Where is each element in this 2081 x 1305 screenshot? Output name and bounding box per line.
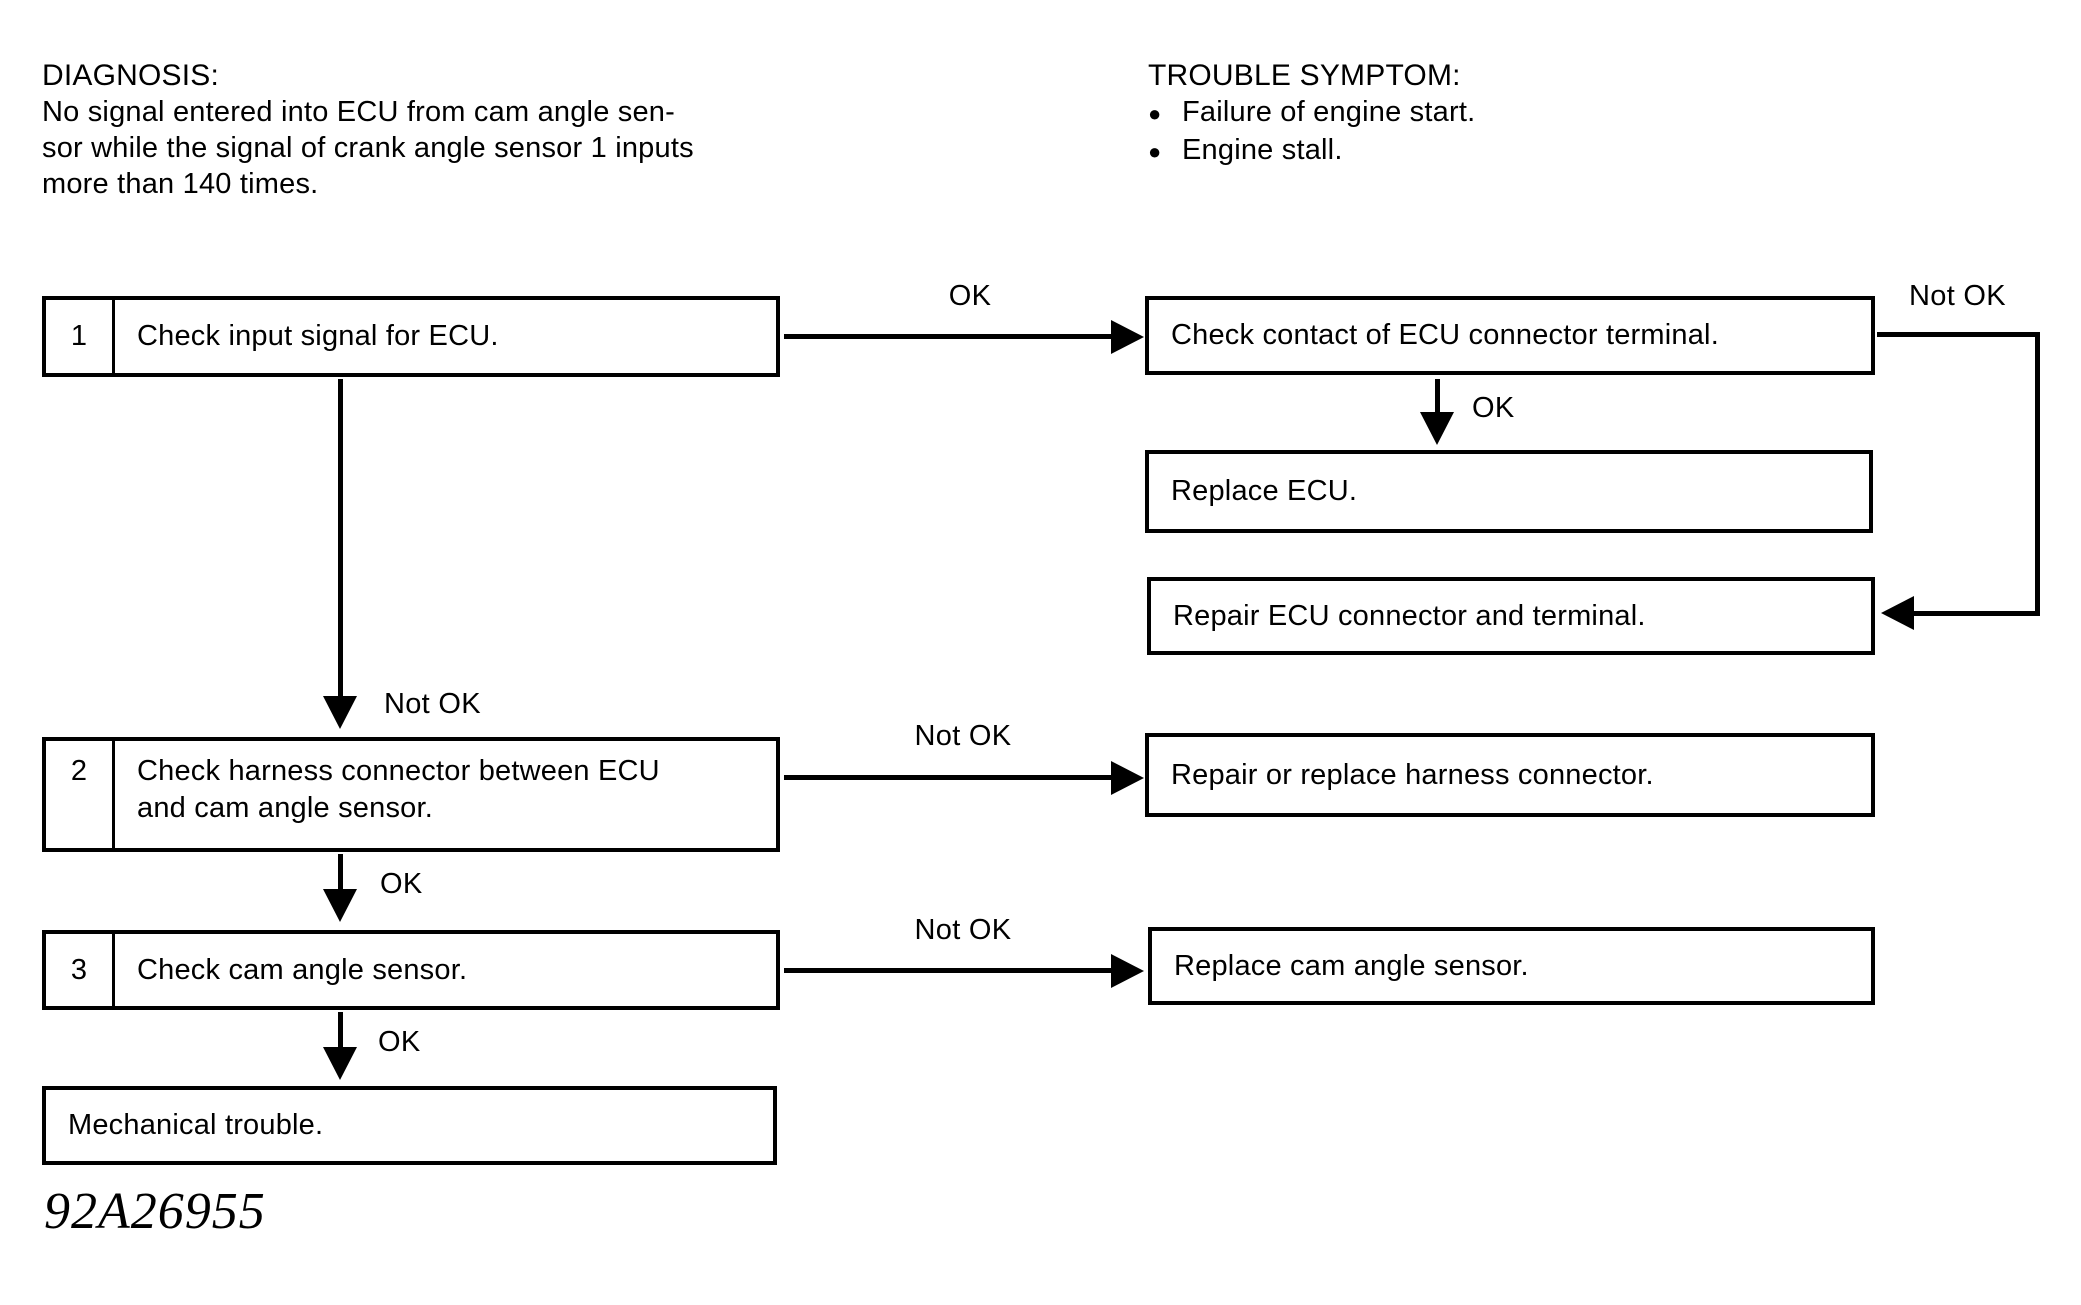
step-box-2: 2 Check harness connector between ECU an… (42, 737, 780, 852)
action-box-replace-cam-sensor: Replace cam angle sensor. (1148, 927, 1875, 1005)
symptom-text: Engine stall. (1182, 134, 1343, 166)
arrow-line (784, 775, 1114, 780)
step-number-1: 1 (46, 300, 115, 373)
diagnosis-text-line: No signal entered into ECU from cam angl… (42, 96, 675, 128)
action-label-replace-ecu: Replace ECU. (1171, 475, 1358, 507)
symptom-text: Failure of engine start. (1182, 96, 1476, 128)
edge-label-ok: OK (1472, 392, 1515, 424)
step-label-2: Check harness connector between ECU and … (137, 755, 660, 824)
arrowhead-down-icon (323, 1047, 357, 1080)
arrowhead-right-icon (1111, 320, 1144, 354)
terminal-label: Mechanical trouble. (68, 1109, 324, 1141)
action-label-replace-cam-sensor: Replace cam angle sensor. (1174, 949, 1529, 982)
edge-label-ok: OK (948, 280, 992, 312)
step-box-1: 1 Check input signal for ECU. (42, 296, 780, 377)
arrowhead-left-icon (1881, 596, 1914, 630)
arrow-line (784, 334, 1114, 339)
arrowhead-right-icon (1111, 761, 1144, 795)
symptom-item: ● Failure of engine start. (1148, 94, 1475, 132)
diagnosis-text-line: more than 140 times. (42, 168, 319, 200)
arrow-line (784, 968, 1114, 973)
arrow-line (338, 379, 343, 699)
symptom-item: ● Engine stall. (1148, 132, 1475, 170)
action-label-repair-ecu-connector: Repair ECU connector and terminal. (1173, 599, 1646, 632)
arrowhead-down-icon (1420, 412, 1454, 445)
figure-code: 92A26955 (44, 1183, 266, 1240)
action-box-repair-harness: Repair or replace harness connector. (1145, 733, 1875, 817)
edge-label-ok: OK (378, 1026, 421, 1058)
arrowhead-down-icon (323, 889, 357, 922)
step-label-1: Check input signal for ECU. (137, 320, 499, 352)
arrow-line (338, 1012, 343, 1050)
terminal-box-mechanical-trouble: Mechanical trouble. (42, 1086, 777, 1165)
arrow-line (1435, 379, 1440, 415)
action-box-check-contact: Check contact of ECU connector terminal. (1145, 296, 1875, 375)
edge-label-not-ok: Not OK (914, 914, 1012, 946)
step-label-3: Check cam angle sensor. (137, 953, 468, 986)
step-box-3: 3 Check cam angle sensor. (42, 930, 780, 1010)
step-number-2: 2 (46, 741, 115, 848)
arrowhead-down-icon (323, 696, 357, 729)
edge-label-not-ok: Not OK (384, 688, 481, 720)
arrow-line (2035, 332, 2040, 616)
edge-label-ok: OK (380, 868, 423, 900)
step-number-3: 3 (46, 934, 115, 1006)
diagnosis-block: DIAGNOSIS: No signal entered into ECU fr… (42, 58, 694, 202)
action-label-check-contact: Check contact of ECU connector terminal. (1171, 319, 1719, 351)
edge-label-not-ok: Not OK (1909, 280, 2006, 312)
arrow-line (1910, 611, 2040, 616)
action-box-repair-ecu-connector: Repair ECU connector and terminal. (1147, 577, 1875, 655)
arrow-line (1877, 332, 2040, 337)
bullet-icon: ● (1148, 101, 1162, 126)
arrow-line (338, 854, 343, 892)
trouble-symptom-block: TROUBLE SYMPTOM: ● Failure of engine sta… (1148, 58, 1475, 170)
action-label-repair-harness: Repair or replace harness connector. (1171, 758, 1654, 791)
arrowhead-right-icon (1111, 954, 1144, 988)
trouble-symptom-title: TROUBLE SYMPTOM: (1148, 59, 1461, 92)
diagnosis-text-line: sor while the signal of crank angle sens… (42, 132, 694, 164)
bullet-icon: ● (1148, 139, 1162, 164)
edge-label-not-ok: Not OK (914, 720, 1012, 752)
action-box-replace-ecu: Replace ECU. (1145, 450, 1873, 533)
diagnosis-title: DIAGNOSIS: (42, 59, 220, 92)
